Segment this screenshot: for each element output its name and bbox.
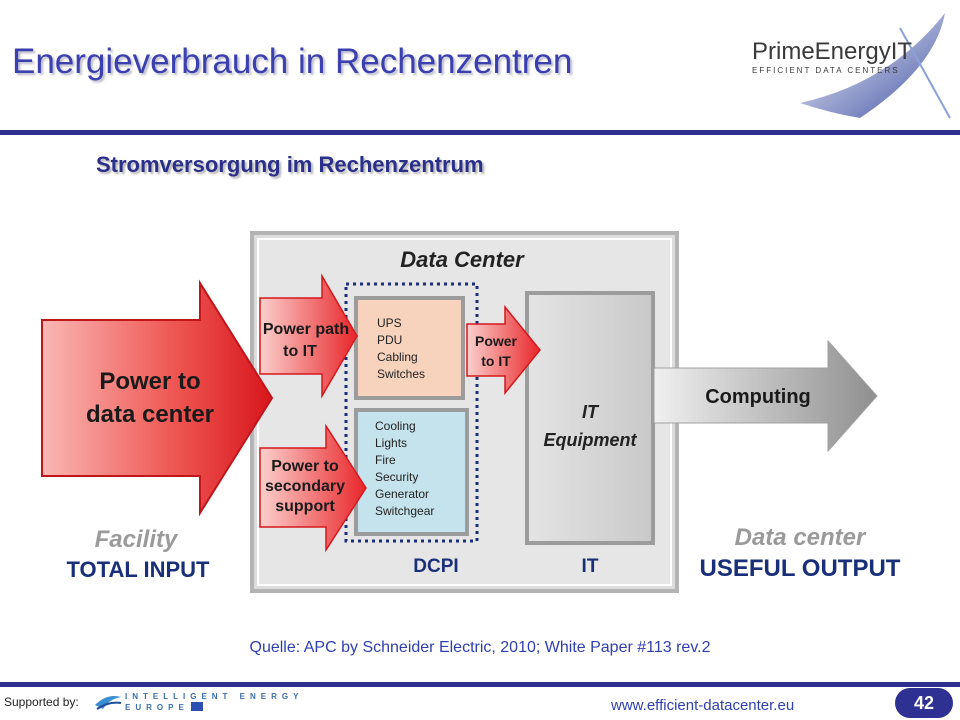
power-to-it-arrow-label: Power xyxy=(475,333,518,349)
it-box-label-line: Equipment xyxy=(544,430,638,450)
computing-output-arrow xyxy=(653,339,878,453)
it-box-label-line: IT xyxy=(582,402,600,422)
power-path-item: Switches xyxy=(377,367,425,381)
website-link[interactable]: www.efficient-datacenter.eu xyxy=(611,697,795,714)
power-to-it-arrow-label: to IT xyxy=(481,353,511,369)
footer-rule xyxy=(0,682,960,687)
secondary-arrow-label: secondary xyxy=(265,478,345,495)
support-box xyxy=(354,408,469,536)
support-item: Security xyxy=(375,470,418,484)
iee-line2: EUROPE xyxy=(125,703,189,712)
logo-name: PrimeEnergyIT xyxy=(752,38,913,65)
source-citation: Quelle: APC by Schneider Electric, 2010;… xyxy=(249,639,711,656)
power-path-arrow-label: Power path xyxy=(263,321,349,338)
power-path-box xyxy=(354,296,465,400)
logo-swoosh-graphic xyxy=(800,13,951,119)
secondary-arrow-label: support xyxy=(275,498,335,515)
it-equipment-box xyxy=(525,291,655,545)
logo-tagline: EFFICIENT DATA CENTERS xyxy=(752,66,900,75)
supported-by-label: Supported by: xyxy=(4,695,79,709)
dcpi-label: DCPI xyxy=(413,556,458,577)
power-path-arrow-label: to IT xyxy=(283,343,317,360)
support-item: Generator xyxy=(375,487,429,501)
support-item: Fire xyxy=(375,453,396,467)
power-path-item: Cabling xyxy=(377,350,418,364)
page-title: Energieverbrauch in Rechenzentren xyxy=(12,42,573,81)
page-number-badge: 42 xyxy=(895,688,953,718)
iee-logo: INTELLIGENT ENERGY EUROPE xyxy=(93,689,298,715)
power-path-item: PDU xyxy=(377,333,402,347)
eu-flag-icon xyxy=(191,702,203,711)
header-rule xyxy=(0,130,960,135)
data-center-label: Data Center xyxy=(400,247,525,272)
input-arrow-label: Power to xyxy=(99,368,200,395)
it-label: IT xyxy=(582,556,599,577)
power-path-arrow xyxy=(259,273,358,399)
computing-label: Computing xyxy=(705,386,811,408)
support-item: Switchgear xyxy=(375,504,434,518)
dcpi-dotted-border xyxy=(344,282,479,543)
slide-subtitle: Stromversorgung im Rechenzentrum xyxy=(96,152,484,177)
secondary-arrow-label: Power to xyxy=(271,458,339,475)
input-arrow-label: data center xyxy=(86,401,214,428)
power-to-it-arrow xyxy=(466,304,541,396)
data-center-output-label: Data center xyxy=(735,524,867,551)
support-item: Cooling xyxy=(375,419,416,433)
secondary-support-arrow xyxy=(259,423,367,553)
iee-swoosh-icon xyxy=(95,696,122,710)
support-item: Lights xyxy=(375,436,407,450)
power-flow-diagram: Data Center UPS PDU Cabling Switches Coo… xyxy=(41,231,901,593)
useful-output-label: USEFUL OUTPUT xyxy=(700,555,901,582)
iee-line1: INTELLIGENT ENERGY xyxy=(125,692,304,701)
facility-label: Facility xyxy=(95,526,179,553)
power-path-item: UPS xyxy=(377,316,402,330)
primeenergyit-logo: PrimeEnergyIT EFFICIENT DATA CENTERS xyxy=(750,8,955,128)
total-input-label: TOTAL INPUT xyxy=(67,557,211,582)
power-to-data-center-arrow xyxy=(41,279,274,517)
